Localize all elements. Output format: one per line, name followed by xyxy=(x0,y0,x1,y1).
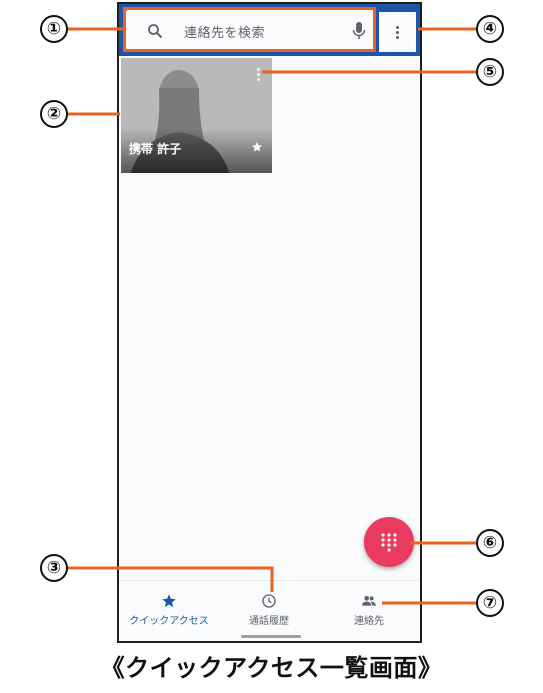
dialpad-button[interactable] xyxy=(364,517,414,567)
search-icon xyxy=(148,24,163,39)
clock-icon xyxy=(262,594,276,608)
star-icon xyxy=(162,594,176,607)
more-options-button[interactable] xyxy=(379,12,416,52)
figure-caption: 《クイックアクセス一覧画面》 xyxy=(100,654,443,682)
people-icon xyxy=(362,596,376,606)
callout-7: ⑦ xyxy=(476,589,504,617)
tile-more-vert-icon[interactable] xyxy=(257,68,261,82)
more-vert-icon xyxy=(396,26,400,40)
nav-quick-access[interactable]: クイックアクセス xyxy=(119,593,219,627)
nav-quick-access-label: クイックアクセス xyxy=(129,616,209,627)
nav-contacts[interactable]: 連絡先 xyxy=(319,593,419,627)
callout-6: ⑥ xyxy=(476,529,504,557)
nav-call-history[interactable]: 通話履歴 xyxy=(219,593,319,627)
app-bar: 連絡先を検索 xyxy=(119,4,420,56)
callout-4: ④ xyxy=(476,15,504,43)
callout-2: ② xyxy=(40,100,68,128)
search-placeholder: 連絡先を検索 xyxy=(184,26,266,41)
callout-3: ③ xyxy=(40,554,68,582)
bottom-navigation: クイックアクセス 通話履歴 連絡先 xyxy=(119,580,420,630)
nav-contacts-label: 連絡先 xyxy=(354,616,384,627)
nav-call-history-label: 通話履歴 xyxy=(249,616,289,627)
contact-photo xyxy=(121,58,272,173)
dialpad-icon xyxy=(381,533,397,552)
callout-1: ① xyxy=(40,15,68,43)
star-icon xyxy=(252,142,262,152)
search-bar[interactable]: 連絡先を検索 xyxy=(126,10,375,52)
callout-5: ⑤ xyxy=(476,58,504,86)
home-gesture-bar[interactable] xyxy=(241,635,301,638)
favorite-contact-tile[interactable]: 携帯 許子 xyxy=(121,58,272,173)
mic-icon[interactable] xyxy=(352,21,366,41)
phone-screen: 連絡先を検索 携帯 許子 xyxy=(117,2,422,643)
contact-name: 携帯 許子 xyxy=(129,142,182,156)
